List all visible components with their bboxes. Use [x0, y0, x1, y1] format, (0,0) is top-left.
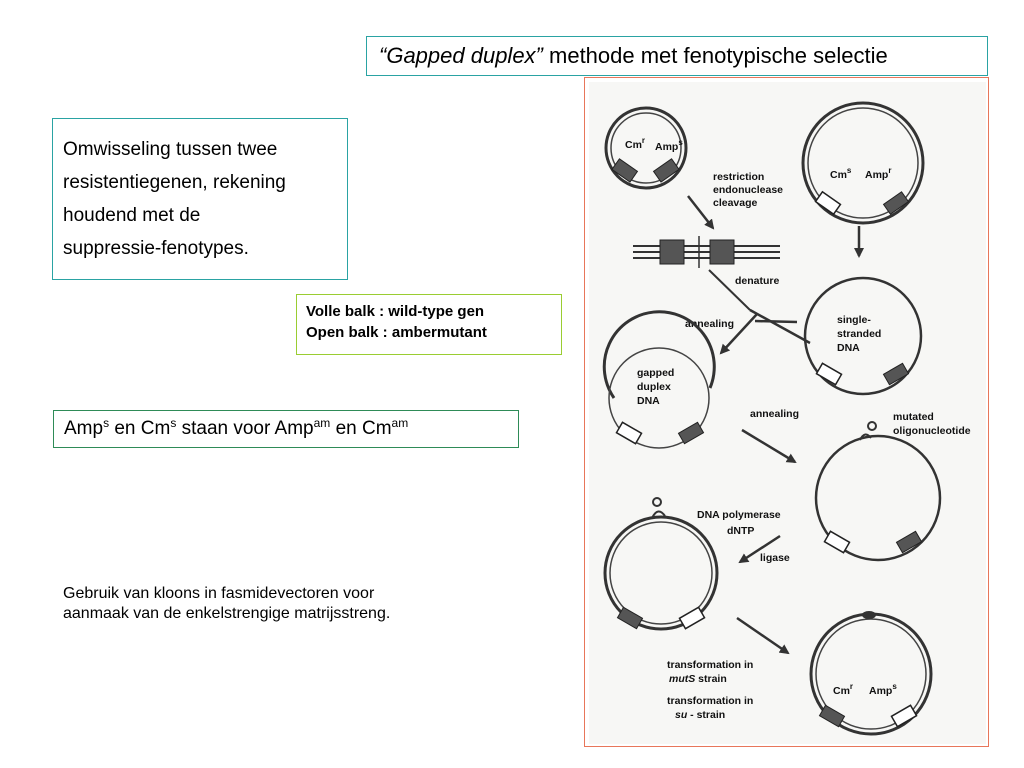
intro-line: houdend met de [63, 205, 201, 226]
phasmid-note: Gebruik van kloons in fasmidevectoren vo… [63, 584, 493, 624]
gapped-duplex-figure: Cmr Amps Cms Ampr restriction endonuclea… [584, 77, 989, 747]
svg-text:duplex: duplex [637, 381, 671, 393]
svg-text:DNA: DNA [637, 395, 660, 407]
linear-fragments [633, 236, 780, 268]
slide-title: “Gapped duplex” methode met fenotypische… [366, 36, 988, 76]
gapped-duplex-dna: gapped duplex DNA [602, 310, 716, 449]
dntp-label: dNTP [727, 525, 754, 537]
svg-text:gapped: gapped [637, 367, 674, 379]
cm-gene-bar [611, 158, 639, 183]
legend-open-bar: Open balk : ambermutant [306, 324, 487, 341]
svg-text:DNA: DNA [837, 342, 860, 354]
plasmid-cmr-amps: Cmr Amps [604, 106, 688, 190]
figure-background [589, 82, 986, 744]
cm-text: en Cm [109, 418, 171, 439]
svg-text:Cmr: Cmr [833, 682, 853, 697]
svg-text:Amps: Amps [655, 138, 683, 153]
amp-am-sup: am [313, 416, 331, 430]
mid-text: staan voor Amp [176, 418, 314, 439]
intro-line: suppressie-fenotypes. [63, 238, 249, 259]
svg-text:single-: single- [837, 314, 871, 326]
transformation-muts-label: transformation in [667, 659, 753, 671]
intro-textbox: Omwisseling tussen twee resistentiegenen… [52, 118, 348, 280]
transformation-su-label: transformation in [667, 695, 753, 707]
amp-gene-bar [882, 191, 910, 215]
polymerase-arrow [738, 534, 781, 564]
annealing-arrow-1 [719, 313, 758, 355]
cm-am-text: en Cm [330, 418, 392, 439]
amp-sup: s [103, 416, 110, 430]
cm-sup: s [170, 416, 177, 430]
svg-text:Cmr: Cmr [625, 136, 645, 151]
svg-text:Cms: Cms [830, 166, 852, 181]
endonuclease-label: endonuclease [713, 184, 783, 196]
note-line: Gebruik van kloons in fasmidevectoren vo… [63, 585, 375, 602]
legend-full-bar: Volle balk : wild-type gen [306, 303, 485, 320]
amp-gene-bar [652, 158, 680, 183]
ligase-label: ligase [760, 552, 790, 564]
intro-line: resistentiegenen, rekening [63, 172, 286, 193]
annealing-label-2: annealing [750, 408, 799, 420]
restriction-label: restriction [713, 171, 764, 183]
intro-line: Omwisseling tussen twee [63, 139, 278, 160]
note-line: aanmaak van de enkelstrengige matrijsstr… [63, 605, 391, 622]
cm-am-sup: am [391, 416, 409, 430]
svg-text:su - strain: su - strain [675, 709, 725, 721]
restriction-arrow [687, 195, 715, 230]
title-rest: methode met fenotypische selectie [542, 43, 888, 68]
amp-statement-textbox: Amps en Cms staan voor Ampam en Cmam [53, 410, 519, 448]
legend-textbox: Volle balk : wild-type gen Open balk : a… [296, 294, 562, 355]
plasmid-final-cmr-amps: Cmr Amps [809, 611, 933, 736]
transformation-arrow [736, 616, 790, 655]
title-italic: “Gapped duplex” [379, 43, 543, 68]
plasmid-cms-ampr: Cms Ampr [801, 101, 925, 225]
svg-text:Amps: Amps [869, 682, 897, 697]
y-junction [749, 308, 811, 345]
single-stranded-dna: single- stranded DNA [803, 276, 923, 396]
ligated-circle [603, 497, 719, 631]
mutated-label: mutated [893, 411, 934, 423]
svg-text:mutS strain: mutS strain [669, 673, 727, 685]
cm-amber-bar [814, 190, 842, 216]
svg-text:stranded: stranded [837, 328, 881, 340]
oligonucleotide-label: oligonucleotide [893, 425, 971, 437]
figure-svg: Cmr Amps Cms Ampr restriction endonuclea… [589, 82, 986, 744]
dna-polymerase-label: DNA polymerase [697, 509, 781, 521]
annealed-oligo-circle [814, 421, 942, 562]
amp-text: Amp [64, 418, 104, 439]
denature-label: denature [735, 275, 780, 287]
cleavage-label: cleavage [713, 197, 758, 209]
annealing-arrow-2 [741, 428, 797, 464]
svg-text:Ampr: Ampr [865, 166, 891, 181]
